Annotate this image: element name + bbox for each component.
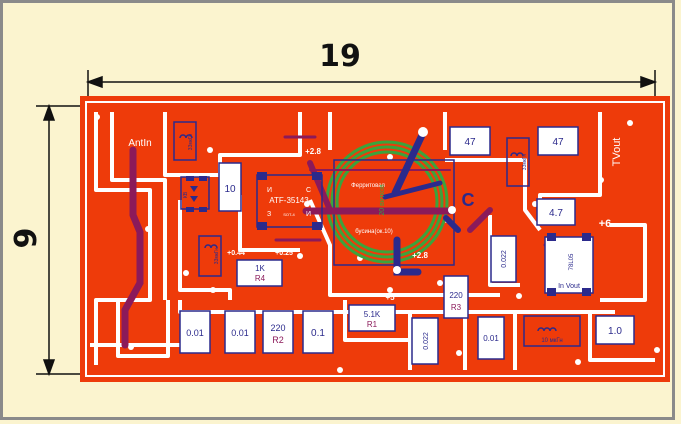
cap-0-022-right: 0.022 <box>501 250 508 268</box>
jumper-ends <box>393 127 456 274</box>
r2-value: 220 <box>270 323 285 333</box>
res-4-7: 4.7 <box>549 208 563 219</box>
ferrite-coil: 20 витков <box>379 184 386 216</box>
reg-label-2: In Vout <box>558 283 580 290</box>
resistor-10: 10 <box>224 184 236 195</box>
diode-symbols <box>190 186 198 202</box>
plus-0-44: +0.44 <box>227 250 245 257</box>
plus-5: +5 <box>385 293 395 302</box>
height-label: 9 <box>9 228 44 249</box>
r1-value: 5.1K <box>364 310 381 319</box>
plus-2-8-top: +2.8 <box>305 147 321 156</box>
reg-label: 78L05 <box>569 253 575 270</box>
cap-0-022-bottom: 0.022 <box>423 332 430 350</box>
cap-47-a: 47 <box>464 137 476 148</box>
labels: AntIn TVout 33мкГн КВ 10 ATF-35143 SOT-4… <box>128 134 623 350</box>
c-label: C <box>462 190 475 210</box>
tvout-label: TVout <box>611 138 623 167</box>
cap-0-01-c: 0.01 <box>483 334 499 343</box>
inductor-10: 10 мкГн <box>541 338 562 344</box>
ferrite-label: Ферритовая <box>351 183 385 189</box>
transistor-label: ATF-35143 <box>269 196 309 205</box>
width-label: 19 <box>319 39 361 74</box>
plus-2-8-bottom: +2.8 <box>412 251 428 260</box>
cap-0-01-b: 0.01 <box>231 328 249 338</box>
board-outline <box>85 101 665 377</box>
r3-ref: R3 <box>451 303 462 312</box>
inductor-right-label: 33мкГн <box>522 154 528 171</box>
r4-ref: R4 <box>255 274 266 283</box>
r3-value: 220 <box>449 291 463 300</box>
transistor-sub: SOT-4 <box>283 212 295 217</box>
transistor-pin-i: И <box>267 187 272 194</box>
cap-1-0: 1.0 <box>608 326 622 337</box>
r2-ref: R2 <box>272 335 284 345</box>
inductor-top-left-label: 33мкГн <box>188 134 194 151</box>
ferrite-label-2: бусина(ок.10) <box>355 229 393 235</box>
diode-label: КВ <box>183 191 189 198</box>
r1-ref: R1 <box>367 320 378 329</box>
transistor-pin-i2: И <box>306 211 311 218</box>
coil-symbols <box>179 134 557 332</box>
ant-in-label: AntIn <box>128 138 151 149</box>
transistor-pin-s: С <box>306 187 311 194</box>
smd-pads <box>186 172 591 296</box>
cap-0-01-a: 0.01 <box>186 328 204 338</box>
components <box>173 121 635 365</box>
cap-0-1: 0.1 <box>311 328 325 339</box>
plus-6: +6 <box>599 218 612 230</box>
width-dimension <box>85 70 658 100</box>
transistor-pin-z: З <box>267 211 271 218</box>
r4-value: 1K <box>255 264 265 273</box>
inductor-left-label: 33мкГн <box>214 248 220 265</box>
ferrite-coil-icon <box>325 140 449 264</box>
plus-0-25: +0.25 <box>275 250 293 257</box>
cap-47-b: 47 <box>552 137 564 148</box>
